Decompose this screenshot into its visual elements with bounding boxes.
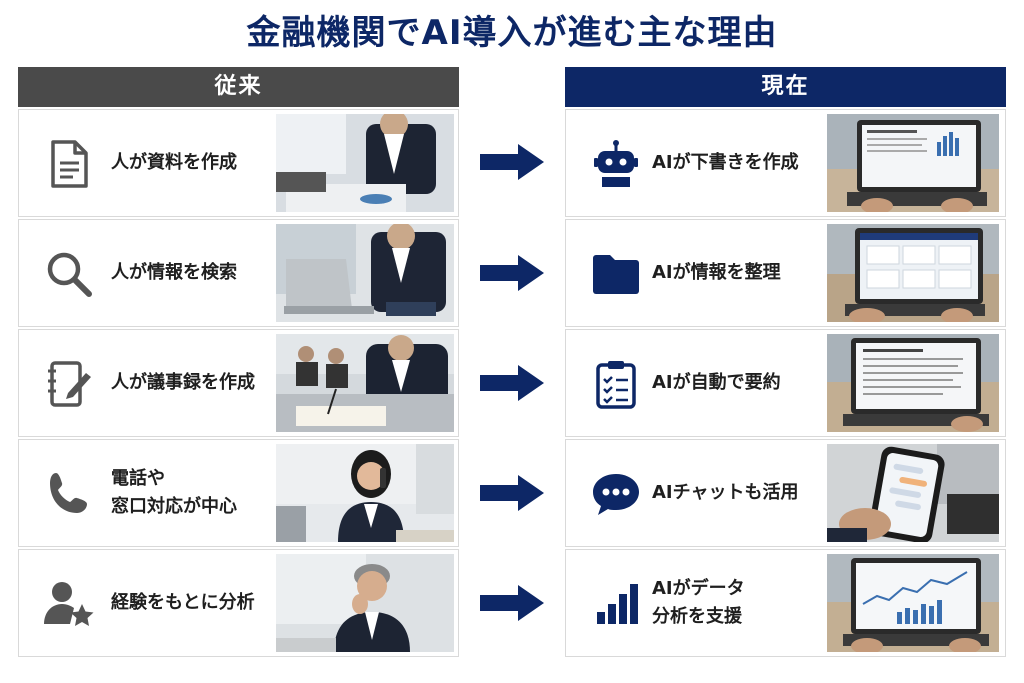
photo-laptop-ai-draft	[827, 114, 999, 212]
notes-pen-icon	[43, 358, 95, 410]
arrow-right-icon	[480, 144, 544, 180]
before-text-5: 経験をもとに分析	[111, 592, 255, 613]
clipboard-checklist-icon	[590, 358, 642, 410]
now-row-2: AIが情報を整理	[565, 219, 1006, 327]
document-icon	[43, 138, 95, 190]
folder-icon	[590, 248, 642, 300]
page-title: 金融機関でAI導入が進む主な理由	[246, 13, 778, 53]
now-row-3: AIが自動で要約	[565, 329, 1006, 437]
photo-laptop-organizing	[827, 224, 999, 322]
photo-smartphone-chat	[827, 444, 999, 542]
arrow-right-icon	[480, 585, 544, 621]
now-text-5: AIがデータ 分析を支援	[652, 578, 745, 627]
arrow-right-icon	[480, 475, 544, 511]
before-text-2: 人が情報を検索	[111, 262, 237, 283]
photo-businessman-writing-documents	[276, 114, 454, 212]
before-row-2: 人が情報を検索	[18, 219, 459, 327]
phone-icon	[43, 468, 95, 520]
photo-businessman-laptop-phone	[276, 224, 454, 322]
photo-senior-businessman-thinking	[276, 554, 454, 652]
arrow-right-icon	[480, 255, 544, 291]
chat-bubble-icon	[590, 468, 642, 520]
before-row-5: 経験をもとに分析	[18, 549, 459, 657]
arrow-right-icon	[480, 365, 544, 401]
photo-laptop-summary	[827, 334, 999, 432]
before-text-3: 人が議事録を作成	[111, 372, 255, 393]
column-header-before: 従来	[18, 67, 459, 107]
user-star-icon	[43, 578, 95, 630]
now-row-5: AIがデータ 分析を支援	[565, 549, 1006, 657]
now-row-1: AIが下書きを作成	[565, 109, 1006, 217]
photo-meeting-notes	[276, 334, 454, 432]
before-row-1: 人が資料を作成	[18, 109, 459, 217]
now-row-4: AIチャットも活用	[565, 439, 1006, 547]
before-text-1: 人が資料を作成	[111, 152, 237, 173]
now-text-3: AIが自動で要約	[652, 372, 781, 393]
column-header-now: 現在	[565, 67, 1006, 107]
before-row-4: 電話や 窓口対応が中心	[18, 439, 459, 547]
photo-laptop-data-analysis	[827, 554, 999, 652]
now-text-2: AIが情報を整理	[652, 262, 781, 283]
search-icon	[43, 248, 95, 300]
photo-woman-on-phone	[276, 444, 454, 542]
before-text-4: 電話や 窓口対応が中心	[111, 468, 237, 517]
now-text-4: AIチャットも活用	[652, 482, 799, 503]
robot-icon	[590, 138, 642, 190]
before-row-3: 人が議事録を作成	[18, 329, 459, 437]
bar-chart-icon	[590, 578, 642, 630]
now-text-1: AIが下書きを作成	[652, 152, 799, 173]
